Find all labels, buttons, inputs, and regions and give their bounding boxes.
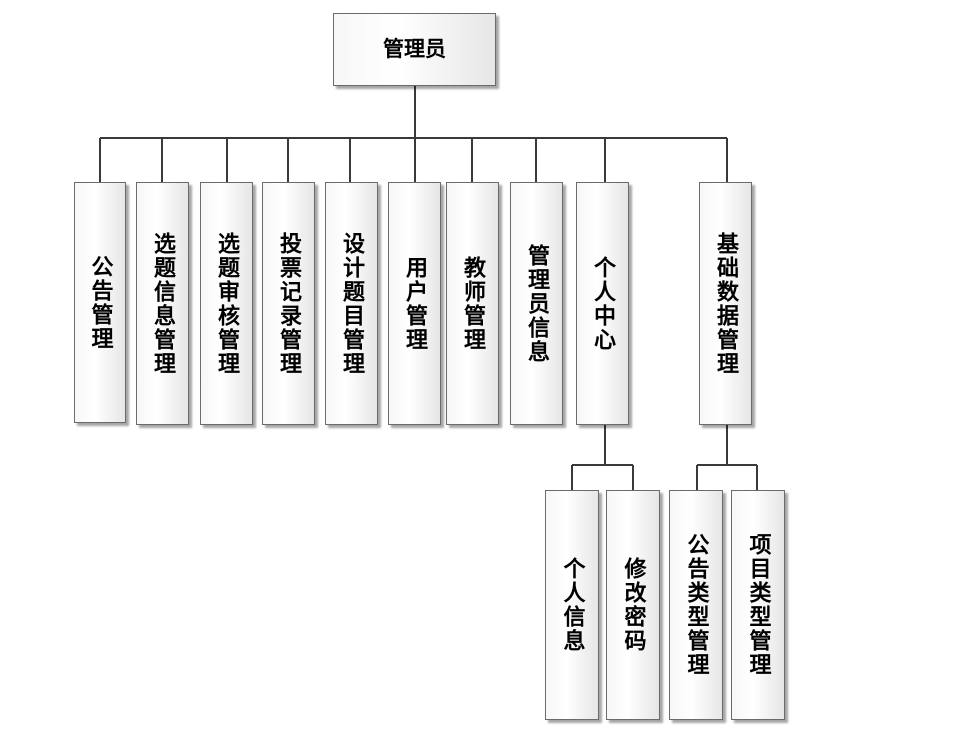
node-label: 基础数据管理 <box>713 231 738 376</box>
node-label: 个人信息 <box>559 557 585 653</box>
node-admin: 管理员 <box>333 13 496 86</box>
node-label: 设计题目管理 <box>339 231 364 376</box>
node-label: 项目类型管理 <box>745 533 771 677</box>
node-announcement-type-management: 公告类型管理 <box>669 490 723 720</box>
node-user-management: 用户管理 <box>388 182 441 425</box>
node-label: 管理员信息 <box>524 243 549 364</box>
node-announcement-management: 公告管理 <box>74 182 126 423</box>
node-label: 个人中心 <box>590 255 615 352</box>
node-design-topic-management: 设计题目管理 <box>325 182 378 425</box>
node-label: 管理员 <box>383 37 446 61</box>
node-admin-info: 管理员信息 <box>510 182 563 425</box>
node-topic-review-management: 选题审核管理 <box>200 182 253 425</box>
node-base-data-management: 基础数据管理 <box>699 182 752 425</box>
node-teacher-management: 教师管理 <box>446 182 499 425</box>
node-label: 教师管理 <box>460 255 485 352</box>
node-personal-info: 个人信息 <box>545 490 599 720</box>
node-label: 公告管理 <box>87 254 113 351</box>
node-personal-center: 个人中心 <box>576 182 629 425</box>
node-vote-record-management: 投票记录管理 <box>262 182 315 425</box>
node-label: 投票记录管理 <box>276 231 301 376</box>
node-label: 用户管理 <box>402 255 427 352</box>
node-label: 修改密码 <box>620 557 646 653</box>
node-change-password: 修改密码 <box>606 490 660 720</box>
node-project-type-management: 项目类型管理 <box>731 490 785 720</box>
node-label: 选题审核管理 <box>214 231 239 376</box>
node-label: 选题信息管理 <box>150 231 175 376</box>
node-label: 公告类型管理 <box>683 533 709 677</box>
node-topic-info-management: 选题信息管理 <box>136 182 189 425</box>
